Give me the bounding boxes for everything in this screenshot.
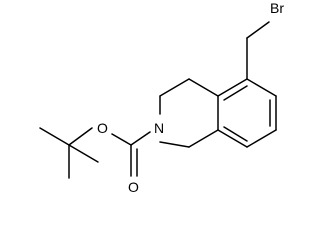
molecule-diagram: Br N O O [39,0,284,195]
bond [130,131,151,146]
saturated-ring [159,78,219,148]
bond [159,78,190,97]
bond [68,127,93,146]
bond [246,78,277,97]
bond [217,129,248,148]
bond [39,127,70,146]
bromomethyl-group [246,21,270,80]
bromine-label: Br [270,0,284,16]
bond [68,144,99,163]
bond [159,141,190,148]
bond [246,129,277,148]
double-bond-inner [223,85,248,101]
nitrogen-label: N [154,120,164,136]
bond [217,78,248,97]
aromatic-ring [217,78,277,148]
double-bond-inner [223,126,248,142]
bond [111,133,132,146]
ester-oxygen-label: O [97,120,108,136]
bond [246,21,270,39]
bond [188,129,219,148]
bond [188,78,219,97]
boc-group [39,127,151,179]
carbonyl-oxygen-label: O [128,179,139,195]
